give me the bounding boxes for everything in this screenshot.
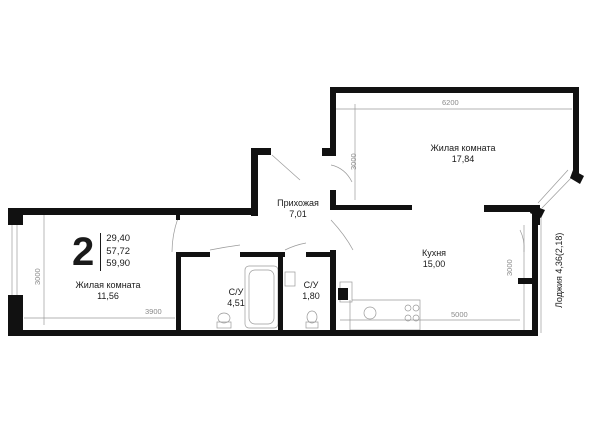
- wall: [330, 205, 412, 210]
- room-name: С/У: [228, 287, 244, 297]
- wall: [8, 208, 258, 215]
- room-label-bath-2: С/У 1,80: [302, 280, 320, 302]
- room-name: Жилая комната: [430, 143, 496, 153]
- dimension-3000-right: 3000: [505, 259, 514, 276]
- bathtub: [244, 265, 279, 329]
- stove-burner: [412, 314, 420, 322]
- apartment-summary-badge: 2 29,40 57,72 59,90: [72, 232, 130, 272]
- door-swing: [284, 242, 307, 251]
- wall: [176, 212, 180, 220]
- wall: [330, 87, 336, 153]
- kitchen-sink: [363, 306, 377, 320]
- washbasin: [284, 271, 296, 287]
- wall: [251, 148, 271, 155]
- room-label-loggia: Лоджия 4,36(2,18): [554, 232, 564, 308]
- bathtub-inner: [248, 269, 275, 325]
- wall: [240, 252, 285, 257]
- wall: [8, 295, 23, 333]
- toilet-tank: [305, 321, 319, 329]
- room-name: Прихожая: [277, 198, 319, 208]
- loggia-window-line: [541, 175, 574, 209]
- wall: [176, 252, 210, 257]
- wall: [251, 148, 258, 216]
- room-label-bath-1: С/У 4,51: [227, 287, 245, 309]
- area-living: 29,40: [106, 233, 131, 245]
- wall: [306, 252, 334, 257]
- room-label-living-small: Жилая комната 11,56: [75, 280, 140, 302]
- wall: [330, 250, 336, 334]
- door-swing: [171, 217, 179, 253]
- dimension-6200: 6200: [442, 98, 459, 107]
- stove-burner: [404, 304, 412, 312]
- kitchen-fixture-block: [338, 288, 348, 300]
- room-label-kitchen: Кухня 15,00: [422, 248, 446, 270]
- walls: [8, 87, 584, 336]
- wall: [518, 278, 532, 284]
- room-area: 1,80: [302, 291, 320, 301]
- room-area: 17,84: [451, 154, 475, 164]
- stove-burner: [404, 314, 412, 322]
- wall: [8, 330, 538, 336]
- loggia-window-line: [537, 169, 569, 204]
- kitchen-counter: [349, 299, 421, 331]
- dimension-3000-left: 3000: [33, 268, 42, 285]
- room-name: Жилая комната: [75, 280, 141, 290]
- area-total: 57,72: [106, 245, 131, 257]
- door-swing: [209, 244, 241, 251]
- toilet-tank: [216, 321, 232, 329]
- toilet: [306, 310, 318, 324]
- dimension-3900: 3900: [145, 307, 162, 316]
- dimension-5000: 5000: [451, 310, 468, 319]
- wall: [278, 252, 283, 332]
- room-area: 7,01: [289, 209, 307, 219]
- door-swing: [271, 154, 301, 181]
- loggia-corner: [530, 205, 545, 218]
- rooms-count: 2: [72, 230, 95, 274]
- room-name: С/У: [303, 280, 319, 290]
- wall: [532, 225, 538, 336]
- area-total-with-loggia: 59,90: [106, 258, 131, 270]
- wall: [8, 208, 23, 225]
- room-area: 15,00: [422, 259, 446, 269]
- door-swing: [330, 219, 354, 251]
- loggia-corner: [570, 170, 584, 184]
- wall: [330, 87, 579, 93]
- door-swing: [519, 229, 525, 253]
- badge-divider: [100, 233, 102, 271]
- door-swing: [330, 164, 353, 183]
- wall: [330, 190, 336, 210]
- wall: [176, 252, 181, 332]
- dimension-3000-top: 3000: [349, 153, 358, 170]
- stove-burner: [412, 304, 420, 312]
- room-label-living-large: Жилая комната 17,84: [430, 143, 495, 165]
- toilet: [217, 312, 231, 324]
- wall: [484, 205, 540, 212]
- room-name: Кухня: [421, 248, 447, 258]
- room-area: 4,51: [227, 298, 245, 308]
- area-list: 29,40 57,72 59,90: [106, 233, 130, 271]
- room-label-hall: Прихожая 7,01: [277, 198, 319, 220]
- wall: [573, 87, 579, 175]
- wall: [322, 148, 336, 156]
- room-area: 11,56: [97, 291, 119, 301]
